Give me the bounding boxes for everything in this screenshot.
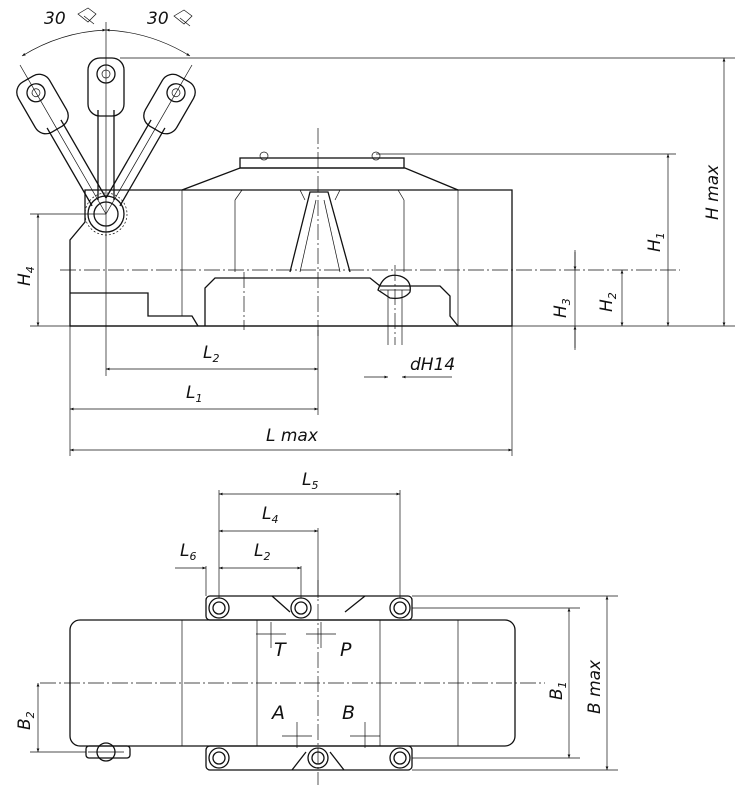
dim-h4: H4: [15, 266, 37, 286]
dim-b1: B1: [547, 681, 569, 700]
dim-b-max: B max: [585, 659, 605, 714]
dim-h3: H3: [551, 298, 573, 318]
body-outline: [69, 189, 513, 327]
dim-l1: L1: [186, 383, 202, 405]
top-cover: [239, 157, 405, 169]
cover-taper: [181, 167, 459, 191]
dim-h2: H2: [597, 292, 619, 312]
bottom-flange: [205, 745, 413, 771]
angle-right-value: 30: [147, 9, 169, 29]
dim-dh14: dH14: [410, 355, 455, 375]
port-t-label: T: [274, 639, 287, 661]
dim-l2-bottom: L2: [254, 541, 270, 563]
dim-h-max: H max: [703, 164, 723, 220]
rotation-arrow-icon: [77, 7, 193, 27]
port-p-label: P: [340, 639, 352, 661]
port-crosshairs: [256, 622, 380, 748]
dim-l5: L5: [302, 470, 318, 492]
bolt-head: [377, 274, 411, 300]
port-a-label: A: [270, 702, 285, 724]
angle-left-value: 30: [44, 9, 66, 29]
dim-h1: H1: [645, 232, 667, 252]
top-view: T P A B L5 L4 L2 L6 B1: [15, 470, 618, 785]
dim-l4: L4: [262, 504, 278, 526]
dim-b2: B2: [15, 711, 37, 730]
dim-l2-top: L2: [203, 343, 219, 365]
front-view: 30 30 H max H1 H2 H3 H4 dH14: [15, 7, 735, 456]
top-flange: [205, 595, 413, 621]
port-b-label: B: [342, 702, 355, 724]
lever-plan: [85, 742, 131, 762]
dim-l6: L6: [180, 541, 196, 563]
dim-l-max: L max: [266, 426, 319, 446]
